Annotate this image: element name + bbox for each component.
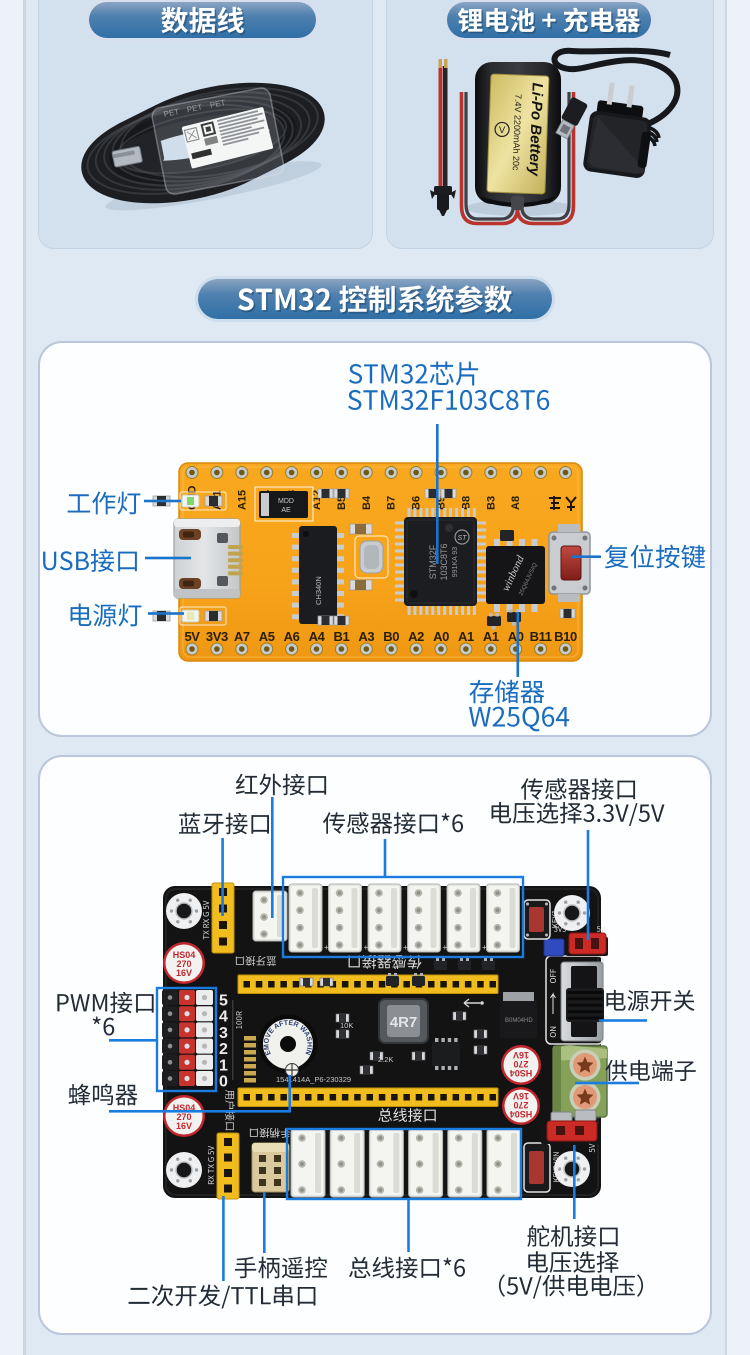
svg-text:2.2K: 2.2K <box>378 1055 393 1064</box>
svg-text:16V: 16V <box>513 1050 529 1060</box>
svg-text:A1: A1 <box>458 629 474 644</box>
svg-text:A7: A7 <box>234 629 250 644</box>
svg-text:3: 3 <box>219 1025 228 1042</box>
svg-text:16V: 16V <box>176 968 192 978</box>
svg-text:B11: B11 <box>530 629 552 644</box>
svg-text:MDD: MDD <box>278 498 294 505</box>
svg-text:10K: 10K <box>340 1021 353 1030</box>
svg-text:B8: B8 <box>460 496 472 510</box>
svg-text:270: 270 <box>176 1112 191 1122</box>
svg-text:ST: ST <box>458 535 468 542</box>
svg-text:A1: A1 <box>483 629 499 644</box>
svg-text:+: + <box>364 943 369 952</box>
svg-text:A8: A8 <box>510 496 522 510</box>
svg-text:2: 2 <box>219 1041 228 1058</box>
svg-text:991KA 93: 991KA 93 <box>452 547 459 577</box>
svg-text:+: + <box>482 943 487 952</box>
svg-text:B7: B7 <box>386 496 398 510</box>
svg-text:HS04: HS04 <box>510 1109 533 1119</box>
svg-text:+: + <box>403 943 408 952</box>
svg-text:B6: B6 <box>411 496 423 510</box>
svg-text:A0: A0 <box>508 629 524 644</box>
svg-text:16V: 16V <box>513 1091 529 1101</box>
svg-text:HS04: HS04 <box>510 1068 533 1078</box>
svg-text:V: V <box>499 125 506 136</box>
svg-text:A15: A15 <box>236 490 248 510</box>
svg-text:+: + <box>443 943 448 952</box>
svg-text:4R7: 4R7 <box>390 1014 418 1031</box>
svg-text:A2: A2 <box>408 629 424 644</box>
svg-text:Li-Po Bettery: Li-Po Bettery <box>525 82 545 177</box>
svg-text:B5: B5 <box>336 496 348 510</box>
svg-text:B4: B4 <box>361 495 373 510</box>
svg-text:5V: 5V <box>184 629 200 644</box>
svg-text:1: 1 <box>219 1057 228 1074</box>
svg-text:HS04: HS04 <box>173 950 196 960</box>
svg-text:HS04: HS04 <box>173 1103 196 1113</box>
svg-text:A6: A6 <box>284 629 300 644</box>
svg-text:+: + <box>324 943 329 952</box>
svg-text:4: 4 <box>219 1009 228 1026</box>
svg-text:270: 270 <box>513 1059 528 1069</box>
svg-text:270: 270 <box>513 1100 528 1110</box>
svg-text:A3: A3 <box>358 629 374 644</box>
svg-text:CH340N: CH340N <box>314 576 323 605</box>
svg-text:103C8T6: 103C8T6 <box>439 543 449 580</box>
svg-text:A5: A5 <box>259 629 275 644</box>
svg-text:A4: A4 <box>309 629 326 644</box>
svg-text:5: 5 <box>219 993 228 1010</box>
svg-text:B0M04HD: B0M04HD <box>505 1018 533 1024</box>
svg-text:1541414A_P6-230329: 1541414A_P6-230329 <box>276 1075 351 1084</box>
svg-text:B3: B3 <box>485 496 497 510</box>
svg-text:AE: AE <box>281 507 291 514</box>
svg-text:STM32F: STM32F <box>428 544 438 579</box>
svg-text:B1: B1 <box>333 629 349 644</box>
svg-text:7.4V 2200mAh 20c: 7.4V 2200mAh 20c <box>511 94 524 171</box>
svg-text:3V3: 3V3 <box>206 629 228 644</box>
svg-text:A0: A0 <box>433 629 449 644</box>
svg-text:0: 0 <box>219 1074 228 1091</box>
svg-text:270: 270 <box>176 959 191 969</box>
svg-text:16V: 16V <box>176 1121 192 1131</box>
svg-text:B10: B10 <box>554 629 577 644</box>
svg-text:B0: B0 <box>383 629 399 644</box>
